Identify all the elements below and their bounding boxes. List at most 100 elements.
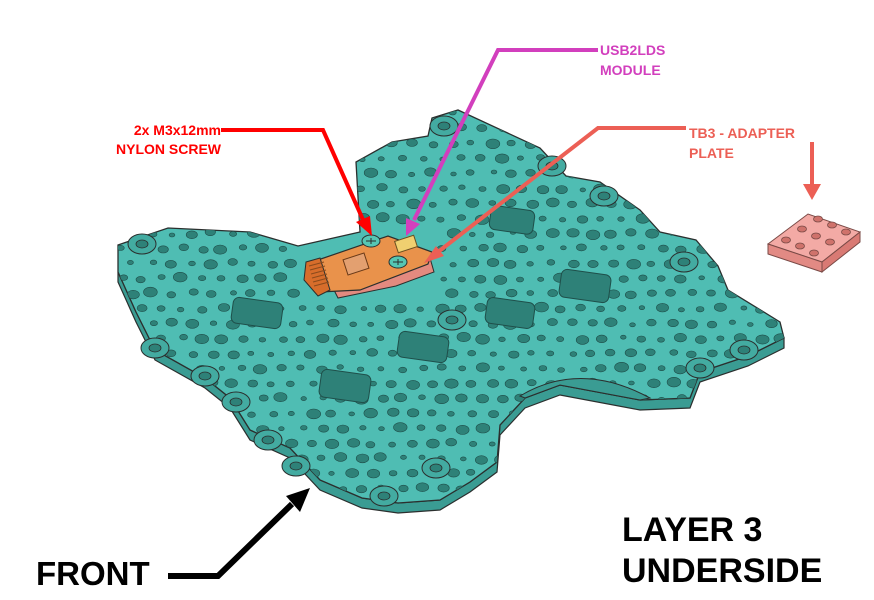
plate-hole [287,288,300,298]
plate-hole [287,350,295,357]
plate-hole [547,289,559,297]
plate-hole [518,485,529,493]
plate-hole [106,200,115,206]
plate-hole [419,364,429,372]
plate-hole [417,215,426,222]
plate-hole [586,409,599,418]
plate-hole [623,199,638,210]
plate-hole [605,139,617,148]
plate-hole [111,411,117,415]
plate-hole [567,200,577,208]
plate-hole [349,350,356,355]
plate-hole [329,199,338,206]
plate-hole [586,440,598,449]
plate-hole [776,273,784,281]
plate-hole [638,305,646,311]
plate-hole [393,392,407,403]
plate-hole [366,348,378,357]
plate-hole [498,336,506,343]
plate-hole [157,486,166,493]
plate-hole [286,168,299,178]
plate-hole [617,216,625,222]
plate-hole [377,366,385,372]
plate-hole [765,110,779,117]
plate-hole [185,318,200,329]
plate-hole [637,183,649,193]
plate-hole [386,111,395,118]
layer-title-line1: LAYER 3 [622,511,763,549]
plate-hole [444,378,459,389]
plate-hole [608,412,616,418]
plate-hole [336,213,352,224]
plate-hole [536,334,546,342]
plate-hole [458,184,466,190]
plate-hole [586,167,601,178]
plate-hole [495,153,510,164]
plate-hole [167,440,175,446]
plate-hole [325,409,336,418]
plate-hole [253,484,268,495]
plate-hole [467,410,477,418]
plate-hole [378,394,389,403]
plate-hole [375,212,390,223]
plate-hole [485,110,498,119]
plate-hole [467,259,480,268]
plate-hole [695,306,705,313]
plate-hole [727,197,741,207]
plate-hole [109,111,116,116]
plate-hole [465,169,475,176]
plate-hole [188,351,198,358]
plate-hole [324,438,340,449]
plate-hole [508,350,520,359]
plate-hole [628,380,635,386]
plate-hole [263,110,278,119]
plate-hole [207,408,221,418]
plate-hole [560,245,567,251]
usb-label-line1: USB2LDS [600,42,666,58]
plate-hole [724,287,740,299]
plate-hole [475,334,490,345]
plate-hole [536,125,548,134]
plate-hole [475,423,491,434]
arrow-front-icon [168,488,310,579]
plate-hole [706,349,718,358]
plate-hole [277,184,285,191]
plate-hole [420,156,428,162]
plate-hole [437,483,450,493]
plate-hole [704,437,718,447]
plate-hole [687,288,697,296]
plate-hole [216,215,228,223]
plate-hole [368,110,378,117]
plate-hole [596,305,605,313]
plate-hole [236,454,250,465]
plate-hole [698,275,705,281]
plate-hole [647,289,657,297]
plate-hole [727,442,735,448]
plate-hole [125,110,137,118]
plate-hole [427,380,438,389]
plate-hole [247,379,259,388]
plate-hole [549,440,558,447]
plate-hole [749,441,757,447]
plate-hole [465,198,479,208]
plate-hole [657,337,665,343]
plate-hole [168,410,178,418]
plate-hole [199,215,208,222]
plate-hole [206,169,216,177]
plate-hole [476,124,488,132]
plate-hole [456,214,466,221]
plate-hole [717,275,729,284]
plate-hole [618,275,629,283]
plate-hole [617,425,626,432]
plate-hole [664,110,677,118]
plate-hole [488,200,497,206]
plate-hole [178,243,189,252]
plate-hole [546,468,560,477]
plate-hole [298,305,307,311]
plate-hole [755,392,770,403]
plate-hole [685,110,701,118]
plate-hole [739,456,747,462]
plate-hole [360,306,368,311]
plate-hole [568,259,580,269]
plate-hole [156,305,166,312]
